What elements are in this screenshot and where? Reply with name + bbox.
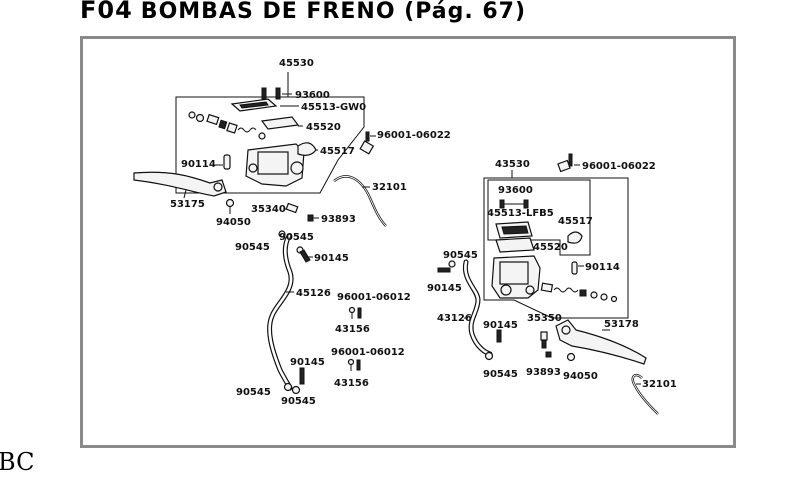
corner-text: BC: [0, 448, 35, 476]
label-96001-06022-left: 96001-06022: [377, 130, 451, 141]
switch-icon: [223, 154, 231, 170]
label-90145-left-bottom: 90145: [290, 357, 325, 368]
pivot-bolt-icon: [540, 331, 548, 349]
holder-icon: [297, 142, 317, 156]
clip-icon: [557, 153, 573, 173]
washer-icon: [448, 260, 456, 268]
cover-screws-icon: [499, 199, 529, 209]
label-90545-left-b: 90545: [235, 242, 270, 253]
label-90114-left: 90114: [181, 159, 216, 170]
label-45513-LFB5: 45513-LFB5: [487, 208, 554, 219]
switch-icon: [571, 261, 578, 275]
clip-icon: [359, 131, 375, 155]
pivot-bolt-icon: [285, 202, 299, 214]
banjo-bolt-icon: [437, 267, 451, 273]
brake-cable-icon: [333, 175, 387, 227]
brake-hose-icon: [267, 233, 294, 391]
section-title: BOMBAS DE FRENO (Pág. 67): [140, 0, 527, 24]
label-93600-right: 93600: [498, 185, 533, 196]
diaphragm-icon: [495, 237, 535, 253]
right-master-cylinder-icon: [491, 255, 541, 299]
clamp-bolt-icon: [348, 306, 362, 319]
section-code: F04: [80, 0, 133, 24]
label-35340: 35340: [251, 204, 286, 215]
right-inner-outline: [487, 179, 591, 256]
washer-icon: [291, 385, 301, 395]
right-master-cylinder-assembly: 43530 96001-06022 93600 45513-LFB5 45520…: [427, 153, 677, 415]
left-master-cylinder-assembly: 45530 93600 45513-GW0 45520: [133, 58, 451, 407]
page-title: F04 BOMBAS DE FRENO (Pág. 67): [80, 0, 526, 24]
label-53175: 53175: [170, 199, 205, 210]
left-master-cylinder-icon: [245, 143, 305, 187]
label-94050-left: 94050: [216, 217, 251, 228]
clamp-bolt-icon: [347, 358, 361, 371]
brake-hose-icon: [462, 259, 493, 357]
washer-icon: [283, 382, 293, 392]
banjo-bolt-icon: [299, 249, 311, 263]
label-90545-right-top: 90545: [443, 250, 478, 261]
label-43126: 43126: [437, 313, 472, 324]
label-35350: 35350: [527, 313, 562, 324]
holder-icon: [567, 231, 583, 244]
label-90545-left-a: 90545: [279, 232, 314, 243]
diaphragm-icon: [260, 116, 300, 130]
label-45520-left: 45520: [306, 122, 341, 133]
banjo-bolt-icon: [299, 367, 305, 385]
label-45520-right: 45520: [533, 242, 568, 253]
lever-screw-icon: [225, 198, 235, 208]
label-45530: 45530: [279, 58, 314, 69]
label-96001-06022-right: 96001-06022: [582, 161, 656, 172]
piston-kit-icon: [188, 111, 266, 140]
diagram-frame: [80, 36, 736, 448]
right-kit-outline: [483, 177, 629, 319]
label-93600-left: 93600: [295, 90, 330, 101]
label-90545-left-d: 90545: [281, 396, 316, 407]
brake-lever-icon: [133, 171, 227, 197]
nut-icon: [545, 351, 552, 358]
label-96001-06012-a: 96001-06012: [337, 292, 411, 303]
label-96001-06012-b: 96001-06012: [331, 347, 405, 358]
label-90145-right-top: 90145: [427, 283, 462, 294]
label-45517-right: 45517: [558, 216, 593, 227]
label-43156-a: 43156: [335, 324, 370, 335]
washer-icon: [484, 351, 494, 361]
left-kit-outline: [175, 96, 365, 194]
label-93893-left: 93893: [321, 214, 356, 225]
nut-icon: [307, 214, 314, 222]
banjo-bolt-icon: [496, 329, 502, 343]
label-93893-right: 93893: [526, 367, 561, 378]
lever-screw-icon: [566, 352, 576, 362]
label-43530: 43530: [495, 159, 530, 170]
label-94050-right: 94050: [563, 371, 598, 382]
label-90145-left-top: 90145: [314, 253, 349, 264]
label-32101-right: 32101: [642, 379, 677, 390]
piston-kit-icon: [540, 282, 618, 303]
label-90545-right-bottom: 90545: [483, 369, 518, 380]
washer-icon: [278, 230, 286, 238]
label-90545-left-c: 90545: [236, 387, 271, 398]
label-45126: 45126: [296, 288, 331, 299]
label-45517-left: 45517: [320, 146, 355, 157]
label-90114-right: 90114: [585, 262, 620, 273]
brake-cable-icon: [631, 373, 659, 415]
label-32101-left: 32101: [372, 182, 407, 193]
label-90145-right-mid: 90145: [483, 320, 518, 331]
label-53178: 53178: [604, 319, 639, 330]
label-45513-GW0: 45513-GW0: [301, 102, 366, 113]
brake-lever-icon: [555, 319, 647, 365]
label-43156-b: 43156: [334, 378, 369, 389]
